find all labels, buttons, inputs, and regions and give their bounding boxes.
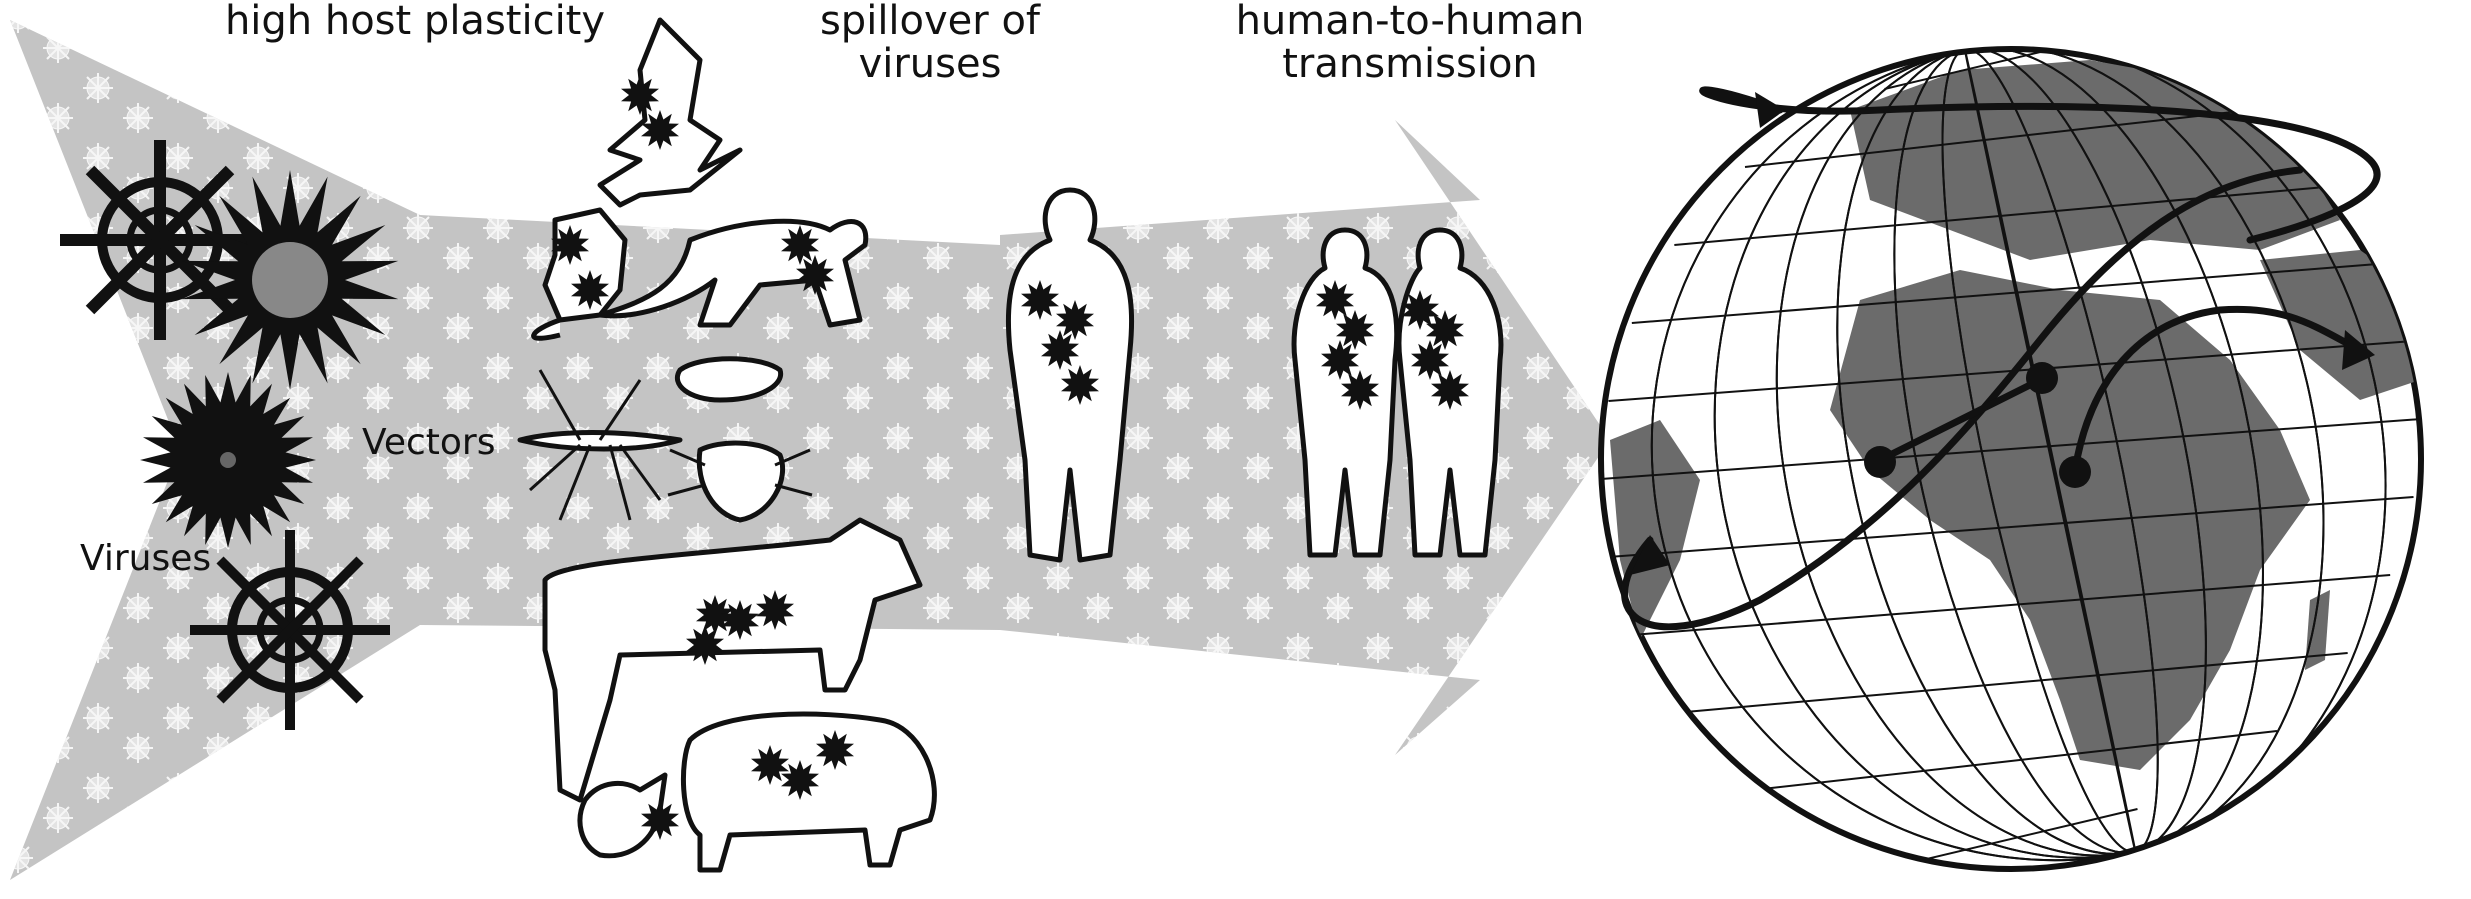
flea-icon — [677, 359, 780, 400]
route-origin-central — [2059, 456, 2091, 488]
caption-spillover-line2: viruses — [800, 43, 1060, 86]
caption-h2h-line2: transmission — [1235, 43, 1585, 86]
virus-icon-dark-middle — [140, 372, 316, 548]
caption-host-plasticity-text: high host plasticity — [205, 0, 625, 43]
route-origin-west — [1864, 446, 1896, 478]
virus-icon-spoked-bottom — [190, 530, 390, 730]
label-vectors: Vectors — [362, 424, 495, 463]
caption-h2h-line1: human-to-human — [1235, 0, 1585, 43]
label-viruses: Viruses — [80, 540, 211, 579]
globe-icon — [1576, 0, 2471, 894]
caption-spillover-line1: spillover of — [800, 0, 1060, 43]
caption-spillover: spillover of viruses — [800, 0, 1060, 86]
route-origin-north — [2026, 362, 2058, 394]
caption-host-plasticity: high host plasticity — [205, 0, 625, 43]
mosquito-icon — [520, 433, 680, 450]
caption-human-transmission: human-to-human transmission — [1235, 0, 1585, 86]
bat-icon — [600, 20, 740, 205]
